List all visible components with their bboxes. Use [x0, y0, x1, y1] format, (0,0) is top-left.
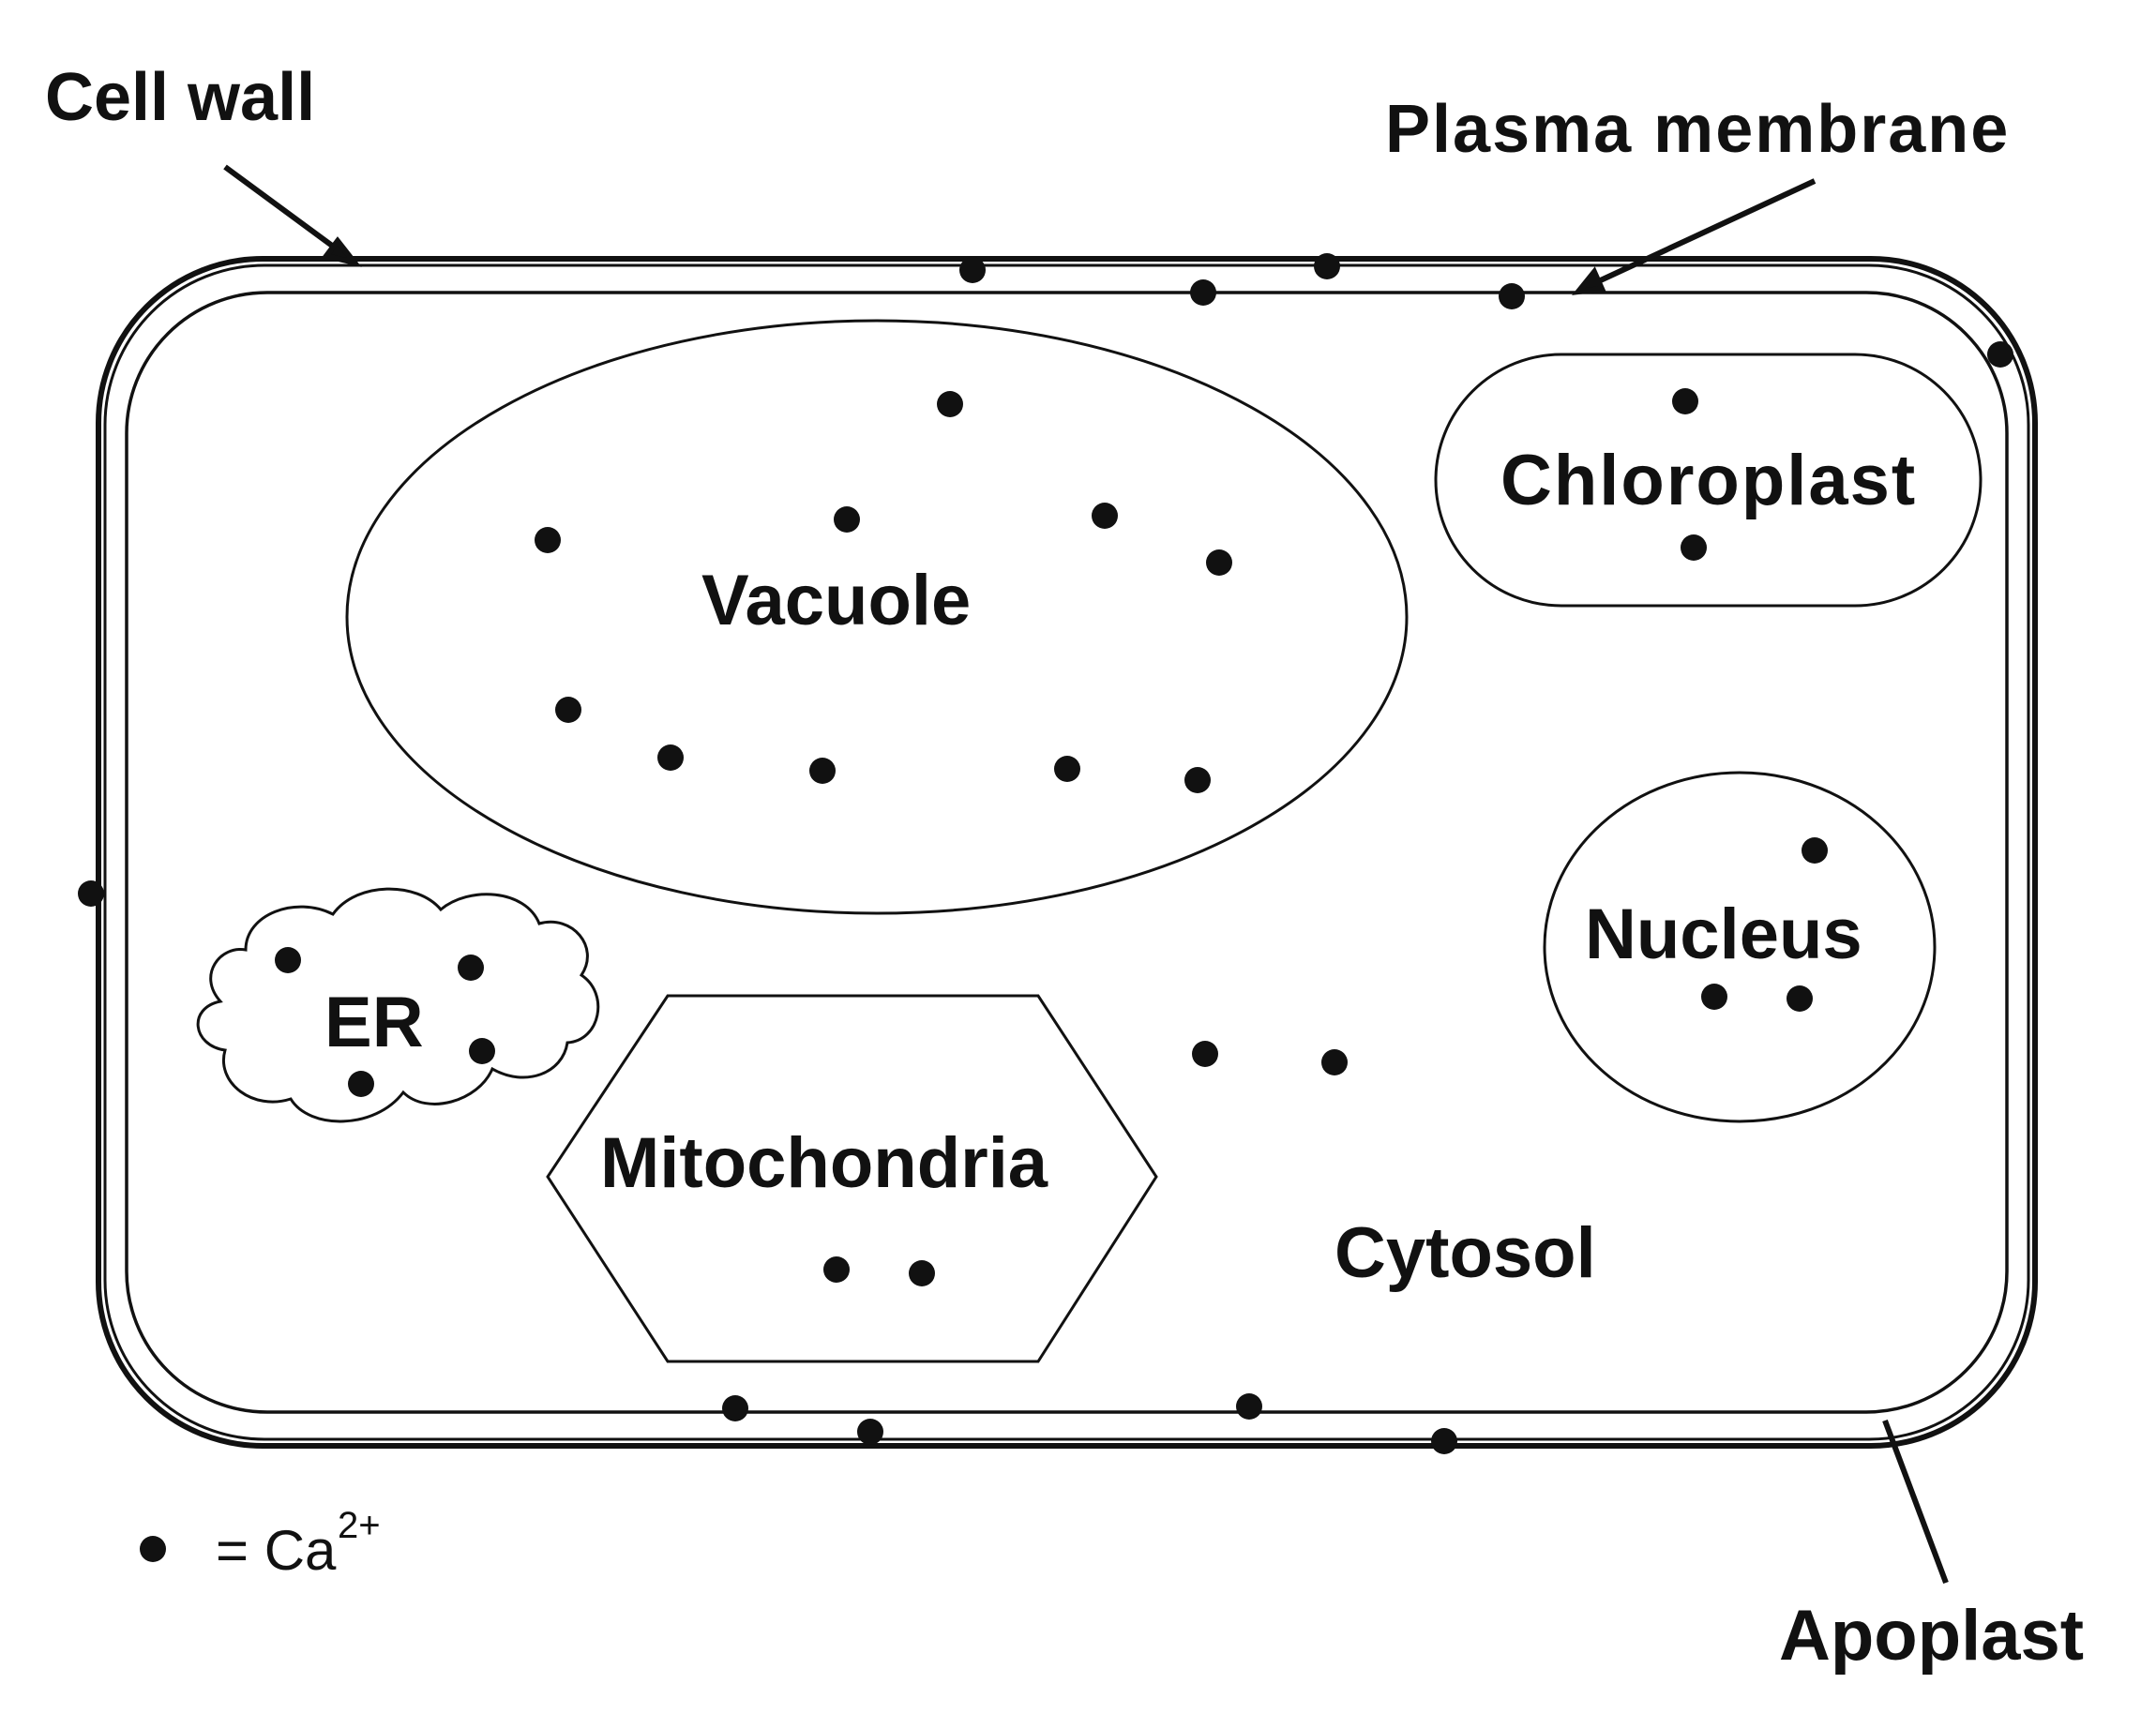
calcium-dot — [959, 257, 986, 283]
calcium-dot — [1184, 767, 1211, 793]
calcium-dot — [1190, 279, 1216, 306]
calcium-dot — [937, 391, 963, 417]
vacuole-label: Vacuole — [701, 561, 971, 640]
calcium-dot — [1206, 549, 1232, 576]
calcium-dot — [1431, 1428, 1457, 1454]
apoplast-pointer — [1882, 1419, 1949, 1585]
calcium-dot — [1314, 253, 1340, 279]
calcium-dot — [1321, 1049, 1348, 1075]
calcium-dot — [1499, 283, 1525, 309]
calcium-dot — [555, 697, 581, 723]
legend-calcium-dot — [140, 1536, 166, 1562]
legend: = Ca 2+ — [140, 1505, 381, 1582]
calcium-dot — [275, 947, 301, 973]
cell-wall-inner-line — [103, 263, 2030, 1441]
calcium-dot — [1672, 388, 1698, 414]
calcium-dot — [1681, 534, 1707, 561]
cell-wall-pointer — [223, 164, 344, 256]
vacuole-shape — [345, 319, 1409, 915]
legend-superscript: 2+ — [338, 1505, 381, 1546]
calcium-dot — [657, 744, 684, 771]
mitochondria-shape — [546, 994, 1158, 1363]
calcium-dot — [809, 758, 836, 784]
calcium-dot — [78, 880, 104, 907]
calcium-dot — [1236, 1393, 1262, 1420]
cell-wall-outline — [96, 256, 2038, 1449]
cell-wall-arrowhead — [321, 236, 362, 267]
er-shape — [196, 887, 600, 1123]
calcium-dot — [469, 1038, 495, 1064]
calcium-dot — [857, 1419, 883, 1445]
chloroplast-label: Chloroplast — [1500, 441, 1917, 520]
calcium-dot — [1701, 984, 1727, 1010]
nucleus-shape — [1543, 771, 1937, 1123]
plasma-membrane-pointer — [1591, 178, 1817, 287]
pointer-lines — [223, 164, 1949, 1585]
calcium-dot — [458, 955, 484, 981]
cytosol-label: Cytosol — [1334, 1213, 1596, 1293]
calcium-dot — [823, 1256, 850, 1283]
nucleus-label: Nucleus — [1585, 895, 1862, 974]
calcium-dot — [1987, 341, 2013, 368]
calcium-dot — [834, 506, 860, 533]
calcium-dot — [1802, 837, 1828, 864]
plasma-membrane-arrowhead — [1572, 266, 1606, 295]
calcium-ions — [78, 253, 2013, 1454]
mitochondria-label: Mitochondria — [600, 1123, 1048, 1203]
calcium-dot — [348, 1071, 374, 1097]
legend-label: = Ca — [216, 1519, 337, 1582]
apoplast-label: Apoplast — [1779, 1596, 2084, 1676]
cell-wall-label: Cell wall — [45, 60, 315, 135]
chloroplast-shape — [1434, 353, 1983, 608]
calcium-dot — [1787, 985, 1813, 1012]
plasma-membrane-label: Plasma membrane — [1385, 92, 2010, 167]
er-label: ER — [324, 983, 424, 1062]
calcium-dot — [535, 527, 561, 553]
calcium-dot — [1192, 1041, 1218, 1067]
plasma-membrane-outline — [125, 291, 2009, 1414]
calcium-dot — [722, 1395, 748, 1421]
calcium-dot — [1092, 503, 1118, 529]
calcium-dot — [1054, 756, 1080, 782]
calcium-dot — [909, 1260, 935, 1286]
